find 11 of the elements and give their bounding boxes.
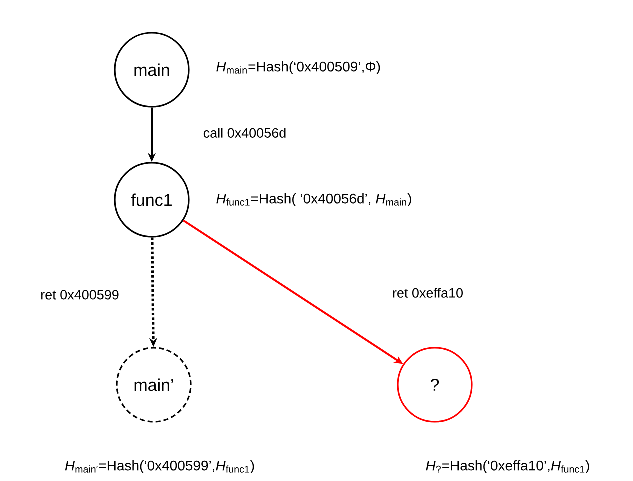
hash-formula: H$_{?}$=Hash(‘0xeffa10’,H$_{func1}$)	[426, 460, 590, 474]
edge-label: call 0x40056d	[202, 127, 288, 139]
circle-node: main’	[116, 347, 192, 423]
hash-formula: H$_{main′}$=Hash(‘0x400599’,H$_{func1}$)	[65, 460, 254, 474]
circle-node: ?	[397, 347, 473, 423]
hash-formula: H$_{main}$=Hash(‘0x400509’,Φ)	[216, 61, 380, 75]
circle-node: main	[114, 32, 190, 108]
circle-node: func1	[114, 162, 190, 238]
edge-label: ret 0x400599	[40, 289, 120, 301]
hash-formula: H$_{func1}$=Hash( ‘0x40056d’, H$_{main}$)	[216, 193, 412, 207]
edge-label: ret 0xeffa10	[391, 287, 465, 299]
